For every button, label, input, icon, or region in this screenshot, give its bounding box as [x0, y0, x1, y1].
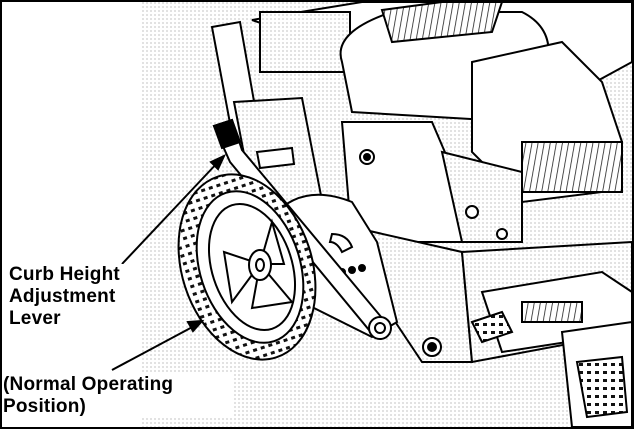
lever-leader-line	[121, 159, 221, 265]
position-arrowhead	[186, 319, 205, 333]
position-leader-line	[111, 323, 199, 371]
lever-callout-label: Curb Height Adjustment Lever	[9, 264, 139, 330]
wheel	[177, 173, 317, 361]
position-callout-label: (Normal Operating Position)	[3, 374, 233, 418]
lever-arrowhead	[209, 153, 227, 171]
callout-arrows	[111, 153, 227, 371]
engine-body	[251, 2, 632, 243]
